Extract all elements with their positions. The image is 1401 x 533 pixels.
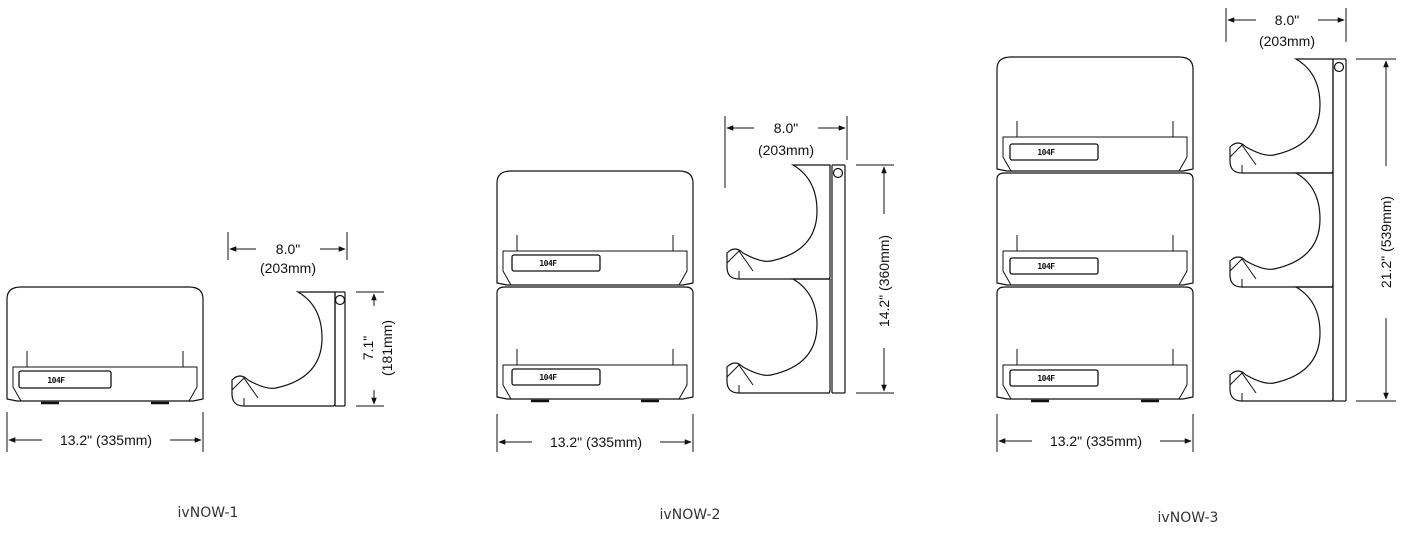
display-readout-top: 104F	[1037, 148, 1055, 157]
front-view-unit-bottom	[996, 286, 1194, 400]
height-dimension-label: 14.2" (360mm)	[876, 235, 892, 327]
display-readout-middle: 104F	[1037, 262, 1055, 271]
model-caption: ivNOW-3	[1158, 510, 1219, 526]
mount-hole-icon	[1333, 61, 1345, 73]
display-readout-bottom: 104F	[539, 373, 557, 382]
model-caption: ivNOW-1	[178, 505, 239, 521]
height-dimension-label: 7.1"	[360, 336, 376, 360]
display-panel-middle	[1009, 257, 1099, 275]
mount-hole-icon	[832, 167, 844, 179]
model-ivnow-2: 104F 104F 13.2" (335mm) 8.0" (203mm) 14.…	[496, 116, 894, 523]
front-view-unit-top	[496, 170, 694, 286]
side-view-unit-top	[1229, 58, 1334, 174]
model-ivnow-3: 104F 104F 104F 13.2" (335mm) 8.0" (203mm…	[996, 8, 1396, 526]
display-panel-bottom	[511, 368, 601, 386]
height-dimension-label: 21.2" (539mm)	[1378, 196, 1394, 288]
depth-dimension-mm-label: (203mm)	[1259, 33, 1315, 49]
front-view-unit-middle	[996, 172, 1194, 286]
mount-hole-icon	[334, 294, 346, 306]
depth-dimension-mm-label: (203mm)	[758, 142, 814, 158]
display-readout-top: 104F	[539, 259, 557, 268]
depth-dimension-label: 8.0"	[774, 120, 798, 136]
model-caption: ivNOW-2	[660, 507, 721, 523]
front-view-unit-top	[996, 56, 1194, 172]
display-panel-top	[511, 254, 601, 272]
display-panel	[18, 370, 112, 389]
display-panel-top	[1009, 143, 1099, 161]
width-dimension-label: 13.2" (335mm)	[60, 432, 152, 448]
front-view-unit-bottom	[496, 286, 694, 400]
side-view-unit-top	[726, 164, 831, 280]
display-readout: 104F	[47, 376, 65, 385]
side-view-unit	[231, 291, 336, 407]
side-view-unit-middle	[1229, 172, 1334, 288]
width-dimension-label: 13.2" (335mm)	[550, 434, 642, 450]
depth-dimension-mm-label: (203mm)	[260, 260, 316, 276]
width-dimension-label: 13.2" (335mm)	[1050, 433, 1142, 449]
model-ivnow-1: 104F 13.2" (335mm) 8.0" (203mm) 7.1" (18…	[6, 232, 395, 521]
depth-dimension-label: 8.0"	[276, 241, 300, 257]
height-dimension-mm-label: (181mm)	[379, 320, 395, 376]
front-view-unit	[6, 286, 204, 402]
side-view-unit-bottom	[1229, 286, 1334, 402]
display-readout-bottom: 104F	[1037, 374, 1055, 383]
depth-dimension-label: 8.0"	[1275, 12, 1299, 28]
display-panel-bottom	[1009, 369, 1099, 387]
side-view-unit-bottom	[726, 278, 831, 394]
